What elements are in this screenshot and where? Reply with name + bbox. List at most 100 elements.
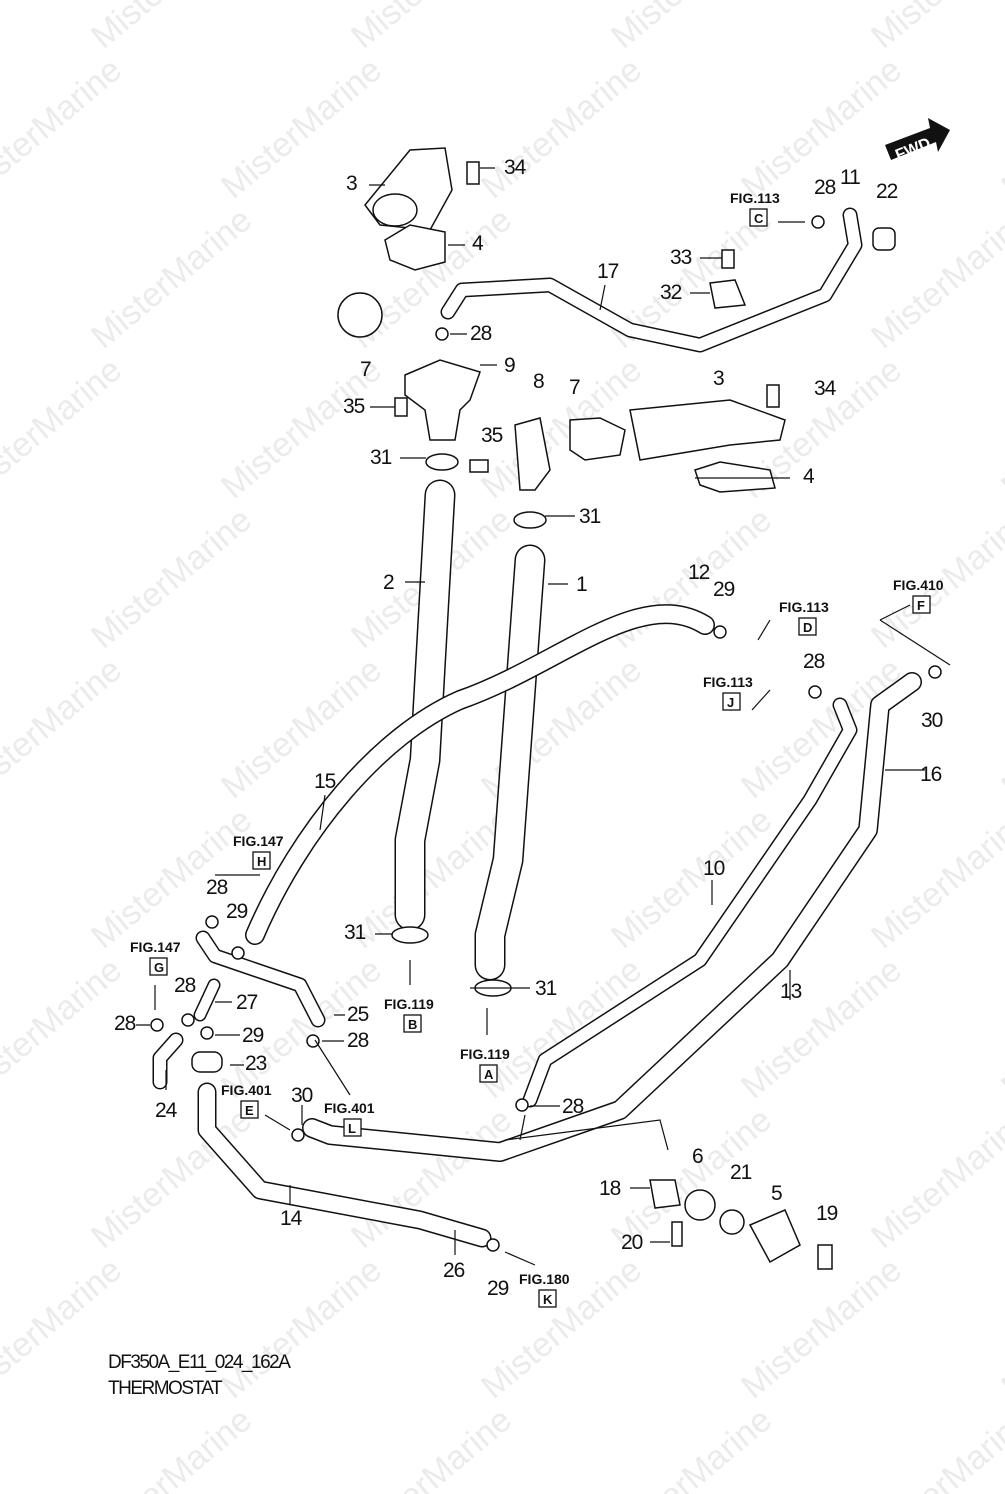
parts bbox=[136, 147, 951, 1270]
watermark-text: MisterMarine bbox=[994, 651, 1005, 806]
callout-1: 1 bbox=[576, 573, 587, 596]
callout-13: 13 bbox=[780, 980, 802, 1003]
callout-3: 3 bbox=[713, 367, 724, 390]
watermark-text: MisterMarine bbox=[84, 1101, 259, 1256]
watermark-text: MisterMarine bbox=[864, 801, 1005, 956]
callout-6: 6 bbox=[692, 1145, 703, 1168]
housing-9 bbox=[404, 359, 481, 441]
watermark-text: MisterMarine bbox=[474, 51, 649, 206]
cap-22 bbox=[872, 227, 896, 251]
fig-number: FIG.147 bbox=[233, 833, 284, 849]
thermostat-cover-3b bbox=[629, 399, 786, 461]
watermark-text: MisterMarine bbox=[604, 0, 779, 56]
fig-number: FIG.401 bbox=[221, 1082, 272, 1098]
fig-number: FIG.410 bbox=[893, 577, 944, 593]
callout-31: 31 bbox=[344, 921, 366, 944]
callout-35: 35 bbox=[481, 424, 503, 447]
fwd-arrow-icon: FWD bbox=[885, 118, 950, 164]
watermark-text: MisterMarine bbox=[214, 51, 389, 206]
watermark-text: MisterMarine bbox=[0, 351, 129, 506]
bolts bbox=[394, 161, 833, 1270]
callout-14: 14 bbox=[280, 1207, 303, 1230]
callout-18: 18 bbox=[599, 1177, 621, 1200]
diagram-code: DF350A_E11_024_162A bbox=[108, 1352, 291, 1373]
callout-28: 28 bbox=[803, 650, 825, 673]
watermark-text: MisterMarine bbox=[864, 0, 1005, 56]
fig-number: FIG.180 bbox=[519, 1271, 570, 1287]
callout-31: 31 bbox=[370, 446, 392, 469]
callout-28: 28 bbox=[814, 176, 836, 199]
fig-letter: E bbox=[245, 1103, 254, 1118]
watermark-text: MisterMarine bbox=[214, 1251, 389, 1406]
callout-23: 23 bbox=[245, 1052, 267, 1075]
grommet-23 bbox=[191, 1051, 223, 1073]
callout-11: 11 bbox=[840, 166, 860, 189]
watermark-text: MisterMarine bbox=[994, 951, 1005, 1106]
thermostat-7 bbox=[337, 292, 383, 338]
callout-28: 28 bbox=[206, 876, 228, 899]
watermark-text: MisterMarine bbox=[84, 801, 259, 956]
callout-9: 9 bbox=[504, 354, 515, 377]
fig-letter: C bbox=[754, 211, 764, 226]
thermostat-7b bbox=[569, 417, 626, 461]
cover-5 bbox=[748, 1209, 801, 1264]
callout-16: 16 bbox=[920, 763, 942, 786]
callout-31: 31 bbox=[535, 977, 557, 1000]
watermark-text: MisterMarine bbox=[864, 201, 1005, 356]
callout-28: 28 bbox=[174, 974, 196, 997]
callout-7: 7 bbox=[569, 376, 580, 399]
hoses bbox=[152, 207, 922, 1248]
fig-number: FIG.147 bbox=[130, 939, 181, 955]
figure-references: FIG.113CFIG.113DFIG.410FFIG.113JFIG.147H… bbox=[130, 190, 944, 1308]
callout-35: 35 bbox=[343, 395, 365, 418]
callout-8: 8 bbox=[533, 370, 544, 393]
fig-letter: K bbox=[543, 1292, 553, 1307]
callout-28: 28 bbox=[470, 322, 492, 345]
leader-lines bbox=[136, 167, 951, 1266]
callout-32: 32 bbox=[660, 281, 682, 304]
callout-2: 2 bbox=[383, 571, 394, 594]
callout-17: 17 bbox=[597, 260, 619, 283]
callout-19: 19 bbox=[816, 1202, 838, 1225]
watermark-text: MisterMarine bbox=[994, 51, 1005, 206]
bracket-32 bbox=[709, 279, 747, 309]
watermark-text: MisterMarine bbox=[84, 201, 259, 356]
callout-30: 30 bbox=[921, 709, 943, 732]
fig-number: FIG.113 bbox=[779, 599, 829, 615]
callout-34: 34 bbox=[504, 156, 527, 179]
o-ring-6 bbox=[684, 1189, 716, 1221]
valve-18 bbox=[649, 1179, 681, 1209]
watermark-text: MisterMarine bbox=[344, 1401, 519, 1494]
fig-letter: B bbox=[408, 1017, 417, 1032]
elbow-8 bbox=[514, 417, 551, 491]
callout-27: 27 bbox=[236, 991, 258, 1014]
fig-letter: G bbox=[154, 960, 164, 975]
watermark-text: MisterMarine bbox=[604, 1401, 779, 1494]
watermark-text: MisterMarine bbox=[0, 651, 129, 806]
watermark-text: MisterMarine bbox=[84, 1401, 259, 1494]
watermark-text: MisterMarine bbox=[864, 1101, 1005, 1256]
callout-28: 28 bbox=[562, 1095, 584, 1118]
callout-29: 29 bbox=[713, 578, 735, 601]
callout-33: 33 bbox=[670, 246, 692, 269]
watermark-text: MisterMarine bbox=[0, 951, 129, 1106]
fig-number: FIG.401 bbox=[324, 1100, 375, 1116]
watermark-text: MisterMarine bbox=[0, 51, 129, 206]
fig-number: FIG.119 bbox=[460, 1046, 510, 1062]
callout-29: 29 bbox=[487, 1277, 509, 1300]
fig-letter: H bbox=[257, 854, 266, 869]
watermark-text: MisterMarine bbox=[994, 1251, 1005, 1406]
watermark-text: MisterMarine bbox=[84, 501, 259, 656]
